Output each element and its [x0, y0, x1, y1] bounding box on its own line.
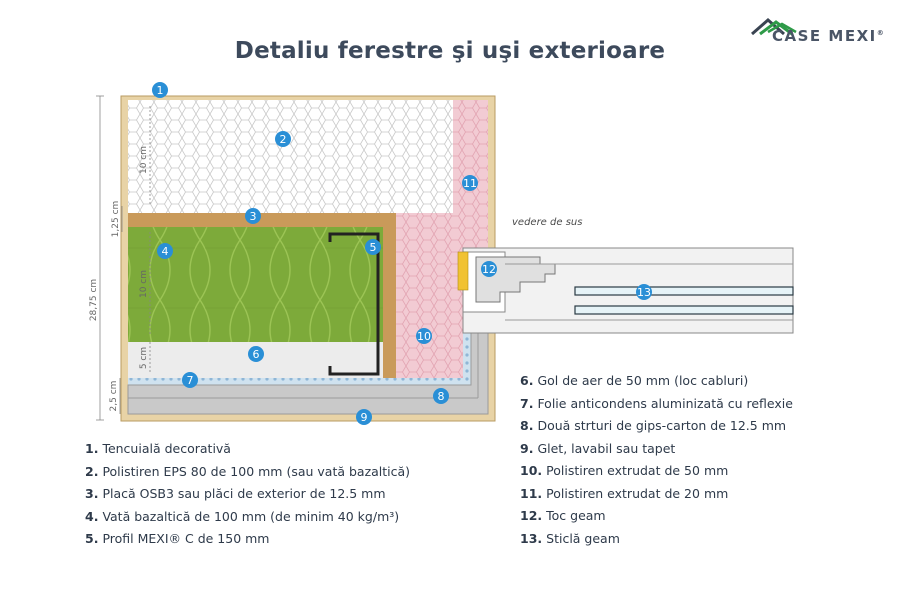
legend-right: 6. Gol de aer de 50 mm (loc cabluri) 7. …	[520, 370, 793, 550]
dim-top-eps: 10 cm	[139, 146, 149, 174]
dim-gap: 5 cm	[139, 347, 149, 369]
marker-13: 13	[636, 284, 652, 300]
osb-layer	[128, 213, 393, 227]
legend-item: 13. Sticlă geam	[520, 530, 620, 546]
marker-2: 2	[275, 131, 291, 147]
svg-text:3: 3	[250, 210, 257, 223]
dim-wool: 10 cm	[139, 270, 149, 298]
legend-item: 6. Gol de aer de 50 mm (loc cabluri)	[520, 373, 749, 388]
legend-item: 4. Vată bazaltică de 100 mm (de minim 40…	[85, 508, 400, 524]
xps-50-layer	[396, 213, 453, 378]
svg-text:10: 10	[417, 330, 431, 343]
foil-layer	[128, 378, 468, 385]
dim-total: 28,75 cm	[89, 279, 99, 321]
legend-item: 5. Profil MEXI® C de 150 mm	[85, 531, 270, 546]
marker-12: 12	[481, 261, 497, 277]
svg-text:9: 9	[361, 411, 368, 424]
glass-pane	[574, 286, 794, 296]
legend-item: 7. Folie anticondens aluminizată cu refl…	[520, 395, 793, 411]
legend-item: 1. Tencuială decorativă	[85, 441, 231, 456]
marker-6: 6	[248, 346, 264, 362]
osb-vertical	[383, 213, 396, 378]
page-title: Detaliu ferestre şi uşi exterioare	[234, 38, 666, 64]
legend-item: 2. Polistiren EPS 80 de 100 mm (sau vată…	[85, 463, 411, 479]
view-label: vedere de sus	[512, 217, 583, 228]
svg-text:6: 6	[253, 348, 260, 361]
marker-8: 8	[433, 388, 449, 404]
marker-7: 7	[182, 372, 198, 388]
legend-item: 3. Placă OSB3 sau plăci de exterior de 1…	[85, 486, 386, 501]
marker-10: 10	[416, 328, 432, 344]
svg-text:8: 8	[438, 390, 445, 403]
svg-text:4: 4	[162, 245, 169, 258]
marker-3: 3	[245, 208, 261, 224]
c-profile	[328, 232, 380, 376]
glass-pane	[574, 305, 794, 315]
marker-5: 5	[365, 239, 381, 255]
xps-20-layer	[453, 100, 488, 248]
legend-item: 12. Toc geam	[520, 508, 606, 523]
svg-text:1: 1	[157, 84, 164, 97]
legend-item: 11. Polistiren extrudat de 20 mm	[520, 485, 729, 501]
logo-text: CASE MEXI®	[772, 27, 886, 45]
svg-text:11: 11	[463, 177, 477, 190]
logo-icon	[751, 18, 797, 36]
svg-text:5: 5	[370, 241, 377, 254]
legend-item: 8. Două strturi de gips-carton de 12.5 m…	[520, 418, 787, 433]
marker-11: 11	[462, 175, 478, 191]
dim-osb: 1,25 cm	[111, 201, 121, 238]
marker-1: 1	[152, 82, 168, 98]
eps-layer	[128, 100, 453, 213]
legend-left: 1. Tencuială decorativă 2. Polistiren EP…	[85, 438, 410, 551]
svg-text:13: 13	[637, 286, 651, 299]
svg-text:7: 7	[187, 374, 194, 387]
legend-item: 10. Polistiren extrudat de 50 mm	[520, 463, 729, 478]
marker-4: 4	[157, 243, 173, 259]
marker-9: 9	[356, 409, 372, 425]
svg-text:12: 12	[482, 263, 496, 276]
svg-text:2: 2	[280, 133, 287, 146]
legend-item: 9. Glet, lavabil sau tapet	[520, 440, 676, 456]
dim-boards: 2,5 cm	[109, 381, 119, 412]
